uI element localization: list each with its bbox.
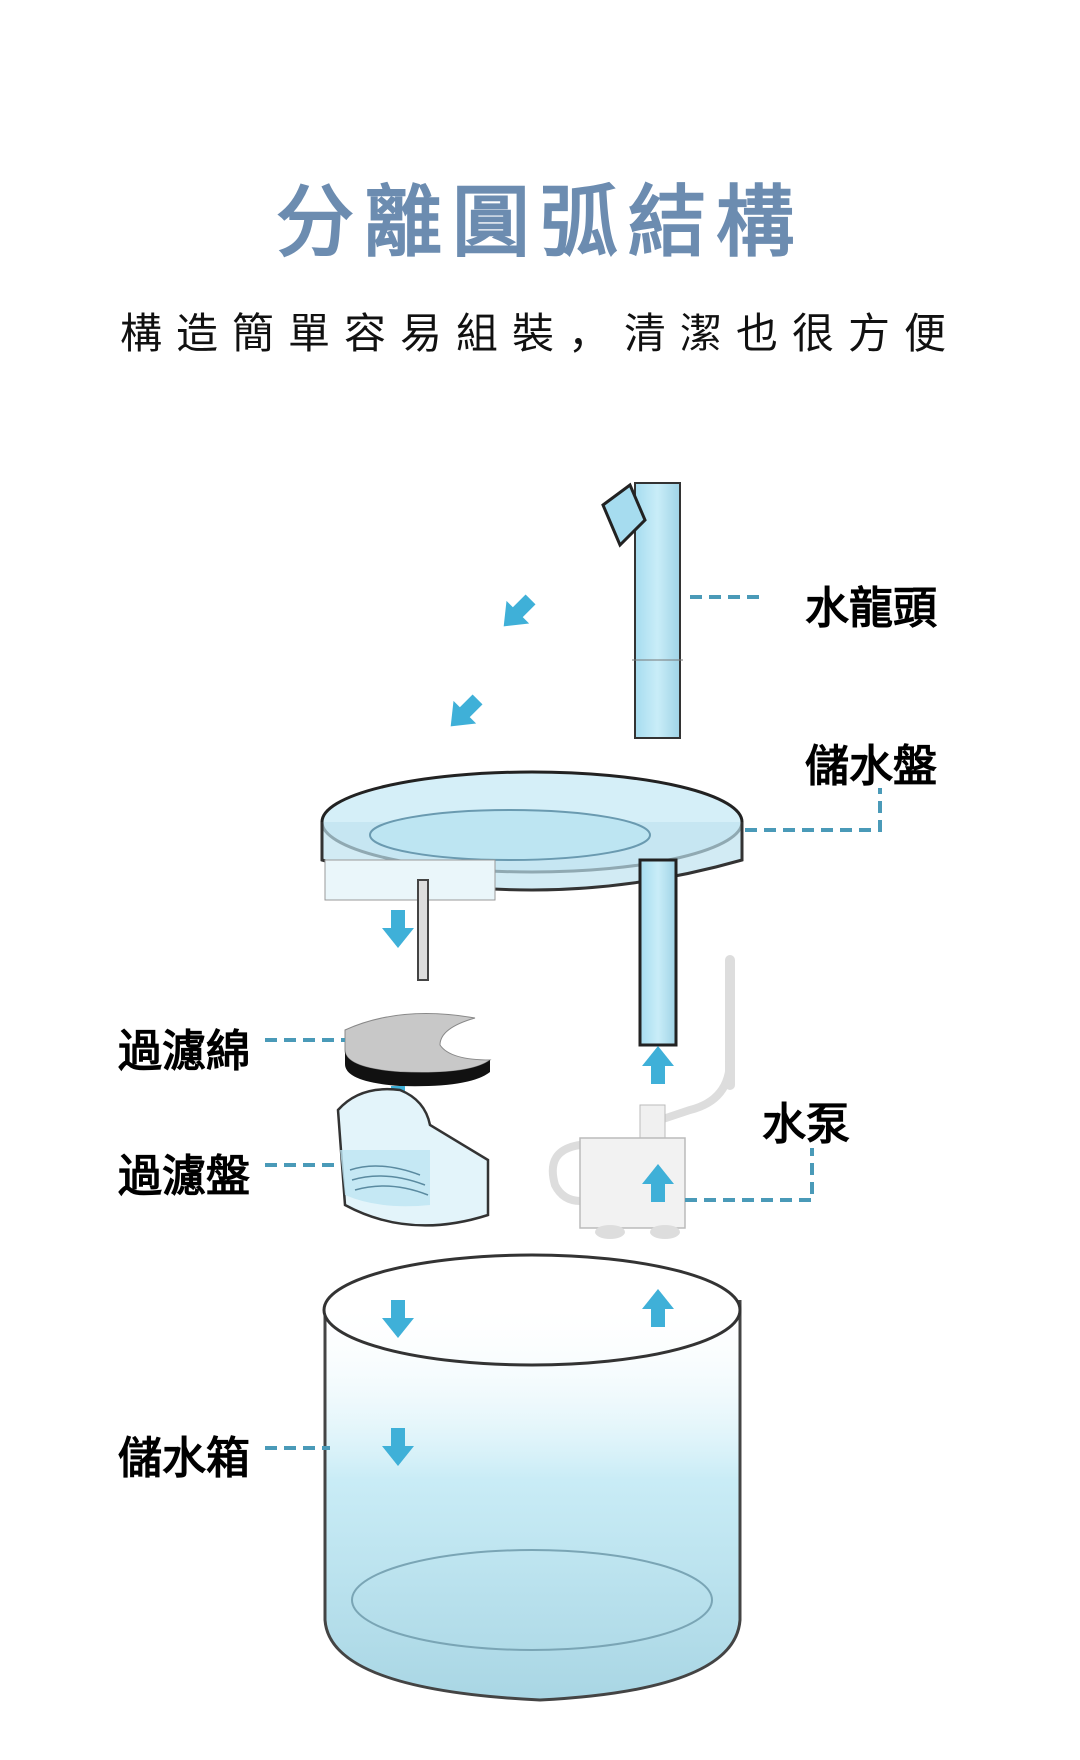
assembly-arrow-icon [439, 588, 542, 738]
water-tray-part [320, 770, 744, 1047]
filter-tray-part [336, 1088, 490, 1227]
label-water-tray: 儲水盤 [805, 741, 937, 792]
water-tank-part [322, 1253, 742, 1702]
water-pump-part [548, 955, 735, 1239]
page-subtitle: 構造簡單容易組裝，清潔也很方便 [119, 309, 960, 358]
faucet-part [601, 482, 683, 739]
filter-sponge-part [344, 1013, 492, 1087]
label-filter-sponge: 過濾綿 [118, 1026, 250, 1077]
leader-lines [265, 595, 882, 1450]
label-filter-tray: 過濾盤 [118, 1151, 250, 1202]
page-title: 分離圓弧結構 [275, 178, 804, 268]
label-faucet: 水龍頭 [805, 583, 937, 634]
label-water-pump: 水泵 [762, 1099, 850, 1150]
label-water-tank: 儲水箱 [118, 1433, 250, 1484]
